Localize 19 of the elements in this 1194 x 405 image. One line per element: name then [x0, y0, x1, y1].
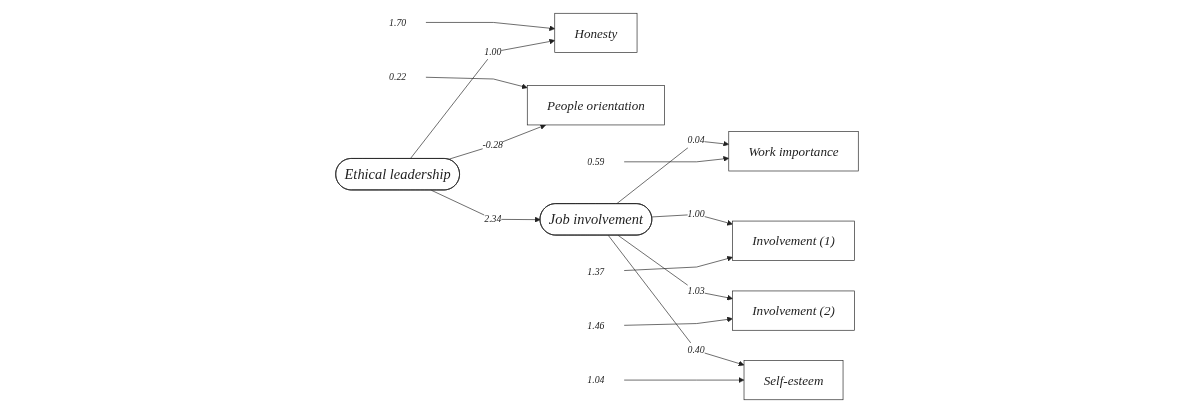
node-text: 1.70 [389, 17, 407, 28]
node-text: 1.04 [587, 374, 605, 386]
edge-label: 1.00 [687, 208, 705, 220]
edge-label: 1.00 [484, 46, 502, 57]
node-box: Self-esteem [743, 360, 844, 401]
edge-label: 2.34 [484, 213, 502, 224]
node-text: 1.46 [587, 320, 605, 332]
node-text: 1.37 [587, 266, 605, 278]
node-box: Involvement (2) [732, 290, 855, 331]
edge-label: 0.40 [687, 344, 705, 356]
edge-label: -0.28 [482, 139, 503, 151]
node-text: 0.22 [389, 71, 407, 82]
edge-label: 1.03 [687, 285, 705, 297]
node-box: Work importance [728, 131, 859, 172]
node-box: People orientation [526, 85, 665, 126]
node-box: Involvement (1) [732, 220, 855, 261]
node-box: Honesty [554, 12, 638, 53]
edge-label: 0.04 [687, 134, 705, 146]
node-text: 0.59 [587, 156, 605, 167]
